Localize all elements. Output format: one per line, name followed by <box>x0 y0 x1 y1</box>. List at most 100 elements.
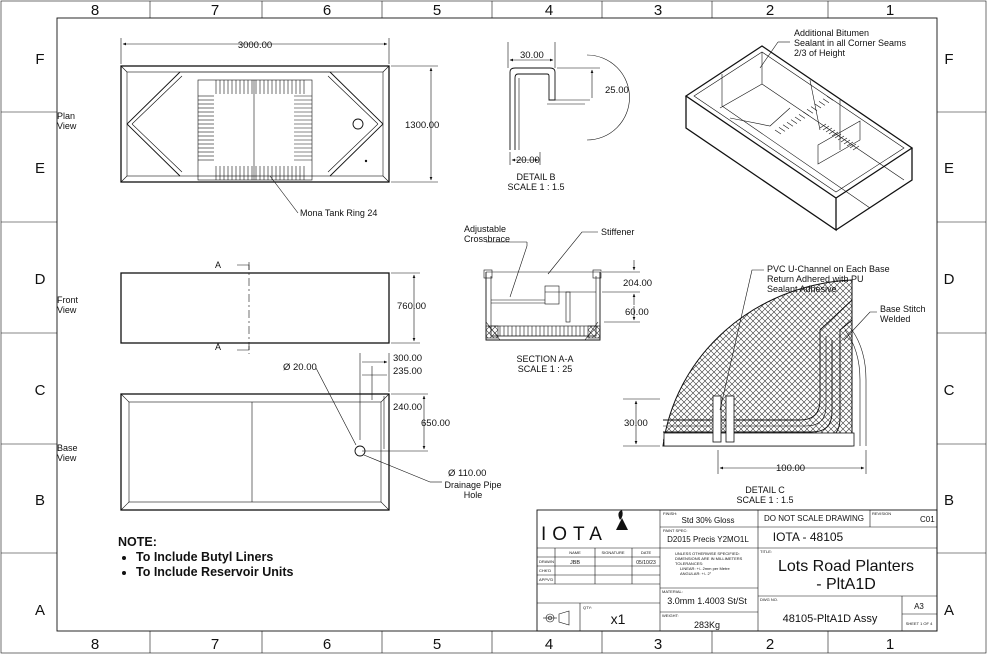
base-dimensions: 300.00 235.00 240.00 650.00 Ø 20.00 Ø 11… <box>283 353 502 500</box>
tolerance-line: TOLERANCES: <box>675 561 703 566</box>
dim-650: 650.00 <box>421 418 450 429</box>
drawing-title-line1: Lots Road Planters <box>778 558 914 575</box>
do-not-scale: DO NOT SCALE DRAWING <box>764 514 864 523</box>
leaf-logo-icon <box>616 518 628 530</box>
col-signature: SIGNATURE <box>601 550 624 555</box>
row-chkd: CHK'D <box>539 568 551 573</box>
material-value: 3.0mm 1.4003 St/St <box>667 596 747 606</box>
zone-col-bottom: 5 <box>433 636 441 653</box>
zone-row-left: B <box>35 492 45 509</box>
zone-col-bottom: 3 <box>654 636 662 653</box>
zone-row-right: C <box>944 382 955 399</box>
zone-col-bottom: 1 <box>886 636 894 653</box>
revision-value: C01 <box>920 515 935 524</box>
inner-border <box>56 17 938 632</box>
section-a-a: 204.00 60.00 SECTION A-A SCALE 1 : 25 Ad… <box>464 224 652 374</box>
notes-block: NOTE: To Include Butyl Liners To Include… <box>118 535 293 580</box>
zone-col-bottom: 4 <box>545 636 553 653</box>
zone-col-bottom: 6 <box>323 636 331 653</box>
zone-col-top: 6 <box>323 2 331 19</box>
tolerance-line: LINEAR: +/- 2mm per Metre <box>680 566 730 571</box>
zone-row-right: E <box>944 160 954 177</box>
detail-b-dim-30: 30.00 <box>520 50 544 61</box>
plan-dimensions: 3000.00 1300.00 <box>120 38 439 183</box>
dim-hole-110: Ø 110.00 <box>448 468 486 479</box>
detail-c-dim-30: 30.00 <box>624 418 648 429</box>
plan-view <box>120 65 390 183</box>
zone-row-left: C <box>35 382 46 399</box>
zone-row-left: D <box>35 271 46 288</box>
detail-c: 30.00 100.00 DETAIL C SCALE 1 : 1.5 PVC … <box>623 264 926 505</box>
dim-300: 300.00 <box>393 353 422 364</box>
detail-b-scale: SCALE 1 : 1.5 <box>507 182 564 192</box>
revision-label: REVISION <box>872 511 891 516</box>
zone-col-top: 4 <box>545 2 553 19</box>
zone-row-right: A <box>944 602 954 619</box>
dwg-label: DWG NO. <box>760 597 778 602</box>
note-item: To Include Reservoir Units <box>136 565 293 580</box>
dim-plan-length: 3000.00 <box>238 40 272 51</box>
detail-b-dim-25: 25.00 <box>605 85 629 96</box>
section-marker-bottom: A <box>215 342 221 352</box>
dim-240: 240.00 <box>393 402 422 413</box>
zone-col-bottom: 2 <box>766 636 774 653</box>
weight-value: 283Kg <box>694 620 720 630</box>
dim-hole-20: Ø 20.00 <box>283 362 317 373</box>
material-label: MATERIAL: <box>662 589 683 594</box>
tolerance-line: UNLESS OTHERWISE SPECIFIED: <box>675 551 740 556</box>
paint-label: PAINT SPEC: <box>663 528 688 533</box>
dim-plan-width: 1300.00 <box>405 120 439 131</box>
zone-col-bottom: 7 <box>211 636 219 653</box>
row-apprv: APPV'D <box>539 577 553 582</box>
detail-b: 30.00 25.00 20.00 DETAIL B SCALE 1 : 1.5 <box>507 42 630 192</box>
finish-label: FINISH: <box>663 511 677 516</box>
col-name: NAME <box>569 550 581 555</box>
note-title: NOTE: <box>118 535 157 549</box>
front-dimensions: 760.00 <box>391 272 426 344</box>
detail-b-dim-20: 20.00 <box>516 155 540 166</box>
sheet-size: A3 <box>914 602 924 611</box>
section-dim-60: 60.00 <box>625 307 649 318</box>
zone-col-top: 7 <box>211 2 219 19</box>
stiffener-label: Stiffener <box>601 227 634 237</box>
zone-row-left: E <box>35 160 45 177</box>
iota-logo: IOTA <box>541 524 608 545</box>
sheet-number: SHEET 1 OF 4 <box>906 621 933 626</box>
section-title: SECTION A-A <box>516 354 573 364</box>
zone-row-right: B <box>944 492 954 509</box>
title-label: TITLE: <box>760 549 772 554</box>
zone-row-left: A <box>35 602 45 619</box>
zone-col-top: 1 <box>886 2 894 19</box>
title-block: IOTA FINISH: Std 30% Gloss PAINT SPEC: D… <box>536 509 938 632</box>
zone-row-right: D <box>944 271 955 288</box>
drawn-date: 05/10/23 <box>636 560 656 566</box>
zone-col-top: 3 <box>654 2 662 19</box>
row-drawn: DRAWN <box>539 559 554 564</box>
section-scale: SCALE 1 : 25 <box>518 364 573 374</box>
col-date: DATE <box>641 550 652 555</box>
paint-value: D2015 Precis Y2MO1L <box>667 535 749 544</box>
dwg-number: 48105-PltA1D Assy <box>783 613 878 625</box>
tolerance-line: ANGULAR: +/- 2° <box>680 571 712 576</box>
projection-icon <box>543 610 570 626</box>
leaf-sprout-icon <box>618 510 623 520</box>
zone-col-bottom: 8 <box>91 636 99 653</box>
mona-tank-label: Mona Tank Ring 24 <box>300 208 377 218</box>
weight-label: WEIGHT: <box>662 613 679 618</box>
zone-row-left: F <box>35 51 44 68</box>
dim-235: 235.00 <box>393 366 422 377</box>
zone-col-top: 8 <box>91 2 99 19</box>
finish-value: Std 30% Gloss <box>682 516 735 525</box>
drawn-name: JBB <box>570 560 580 566</box>
tolerance-line: DIMENSIONS ARE IN MILLIMETERS <box>675 556 743 561</box>
section-marker-top: A <box>215 260 221 270</box>
